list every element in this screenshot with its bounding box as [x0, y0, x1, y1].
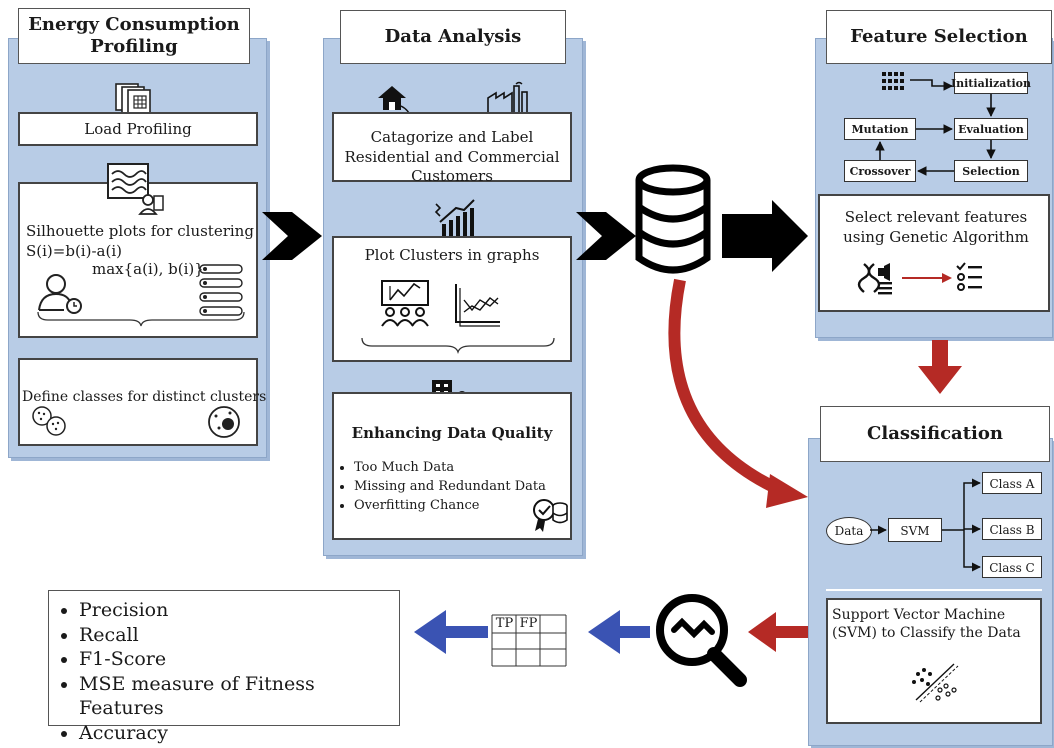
metric-item: MSE measure of Fitness Features	[79, 672, 399, 721]
metric-item: Recall	[79, 623, 399, 648]
categorize-box: Catagorize and Label Residential and Com…	[332, 112, 572, 185]
metrics-box: Precision Recall F1-Score MSE measure of…	[48, 590, 400, 744]
ga-node-evaluation: Evaluation	[954, 118, 1028, 140]
enhancing-item: Too Much Data	[354, 458, 546, 477]
confusion-matrix: TP FP	[490, 614, 568, 668]
select-features-text: Select relevant features using Genetic A…	[843, 208, 1029, 246]
svm-description-text: Support Vector Machine (SVM) to Classify…	[832, 607, 1021, 642]
cm-tp: TP	[495, 616, 514, 631]
define-classes-text: Define classes for distinct clusters	[22, 389, 267, 405]
ga-node-crossover: Crossover	[844, 160, 916, 182]
feature-selection-title: Feature Selection	[826, 10, 1052, 64]
ga-node-selection: Selection	[954, 160, 1028, 182]
ga-node-initialization: Initialization	[951, 72, 1031, 94]
enhancing-title: Enhancing Data Quality	[351, 424, 553, 442]
select-red-arrow	[902, 273, 952, 283]
plot-clusters-title: Plot Clusters in graphs	[364, 246, 540, 264]
metric-item: F1-Score	[79, 647, 399, 672]
class-c-node: Class C	[982, 556, 1042, 578]
formula-denominator: max{a(i), b(i)}	[92, 260, 204, 278]
class-a-node: Class A	[982, 472, 1042, 494]
plot-clusters-box: Plot Clusters in graphs	[332, 236, 572, 362]
silhouette-title: Silhouette plots for clustering	[26, 222, 254, 240]
data-node: Data	[826, 517, 872, 545]
metric-item: Precision	[79, 598, 399, 623]
svm-node: SVM	[888, 518, 942, 542]
ga-node-mutation: Mutation	[844, 118, 916, 140]
energy-profiling-title: Energy Consumption Profiling	[18, 8, 250, 64]
enhancing-item: Missing and Redundant Data	[354, 477, 546, 496]
metric-item: Accuracy	[79, 721, 399, 746]
svm-description-box: Support Vector Machine (SVM) to Classify…	[826, 598, 1042, 724]
select-features-box: Select relevant features using Genetic A…	[818, 194, 1050, 312]
enhancing-item: Overfitting Chance	[354, 496, 546, 515]
silhouette-brace	[37, 311, 245, 327]
silhouette-box: Silhouette plots for clustering S(i)=b(i…	[18, 182, 258, 338]
classification-title: Classification	[820, 406, 1050, 462]
cm-fp: FP	[519, 616, 538, 631]
class-b-node: Class B	[982, 518, 1042, 540]
enhancing-box: Enhancing Data Quality Too Much Data Mis…	[332, 392, 572, 540]
plot-brace	[361, 337, 555, 355]
formula-numerator: S(i)=b(i)-a(i)	[26, 242, 122, 260]
data-analysis-title: Data Analysis	[340, 10, 566, 64]
load-profiling-box: Load Profiling	[18, 112, 258, 146]
